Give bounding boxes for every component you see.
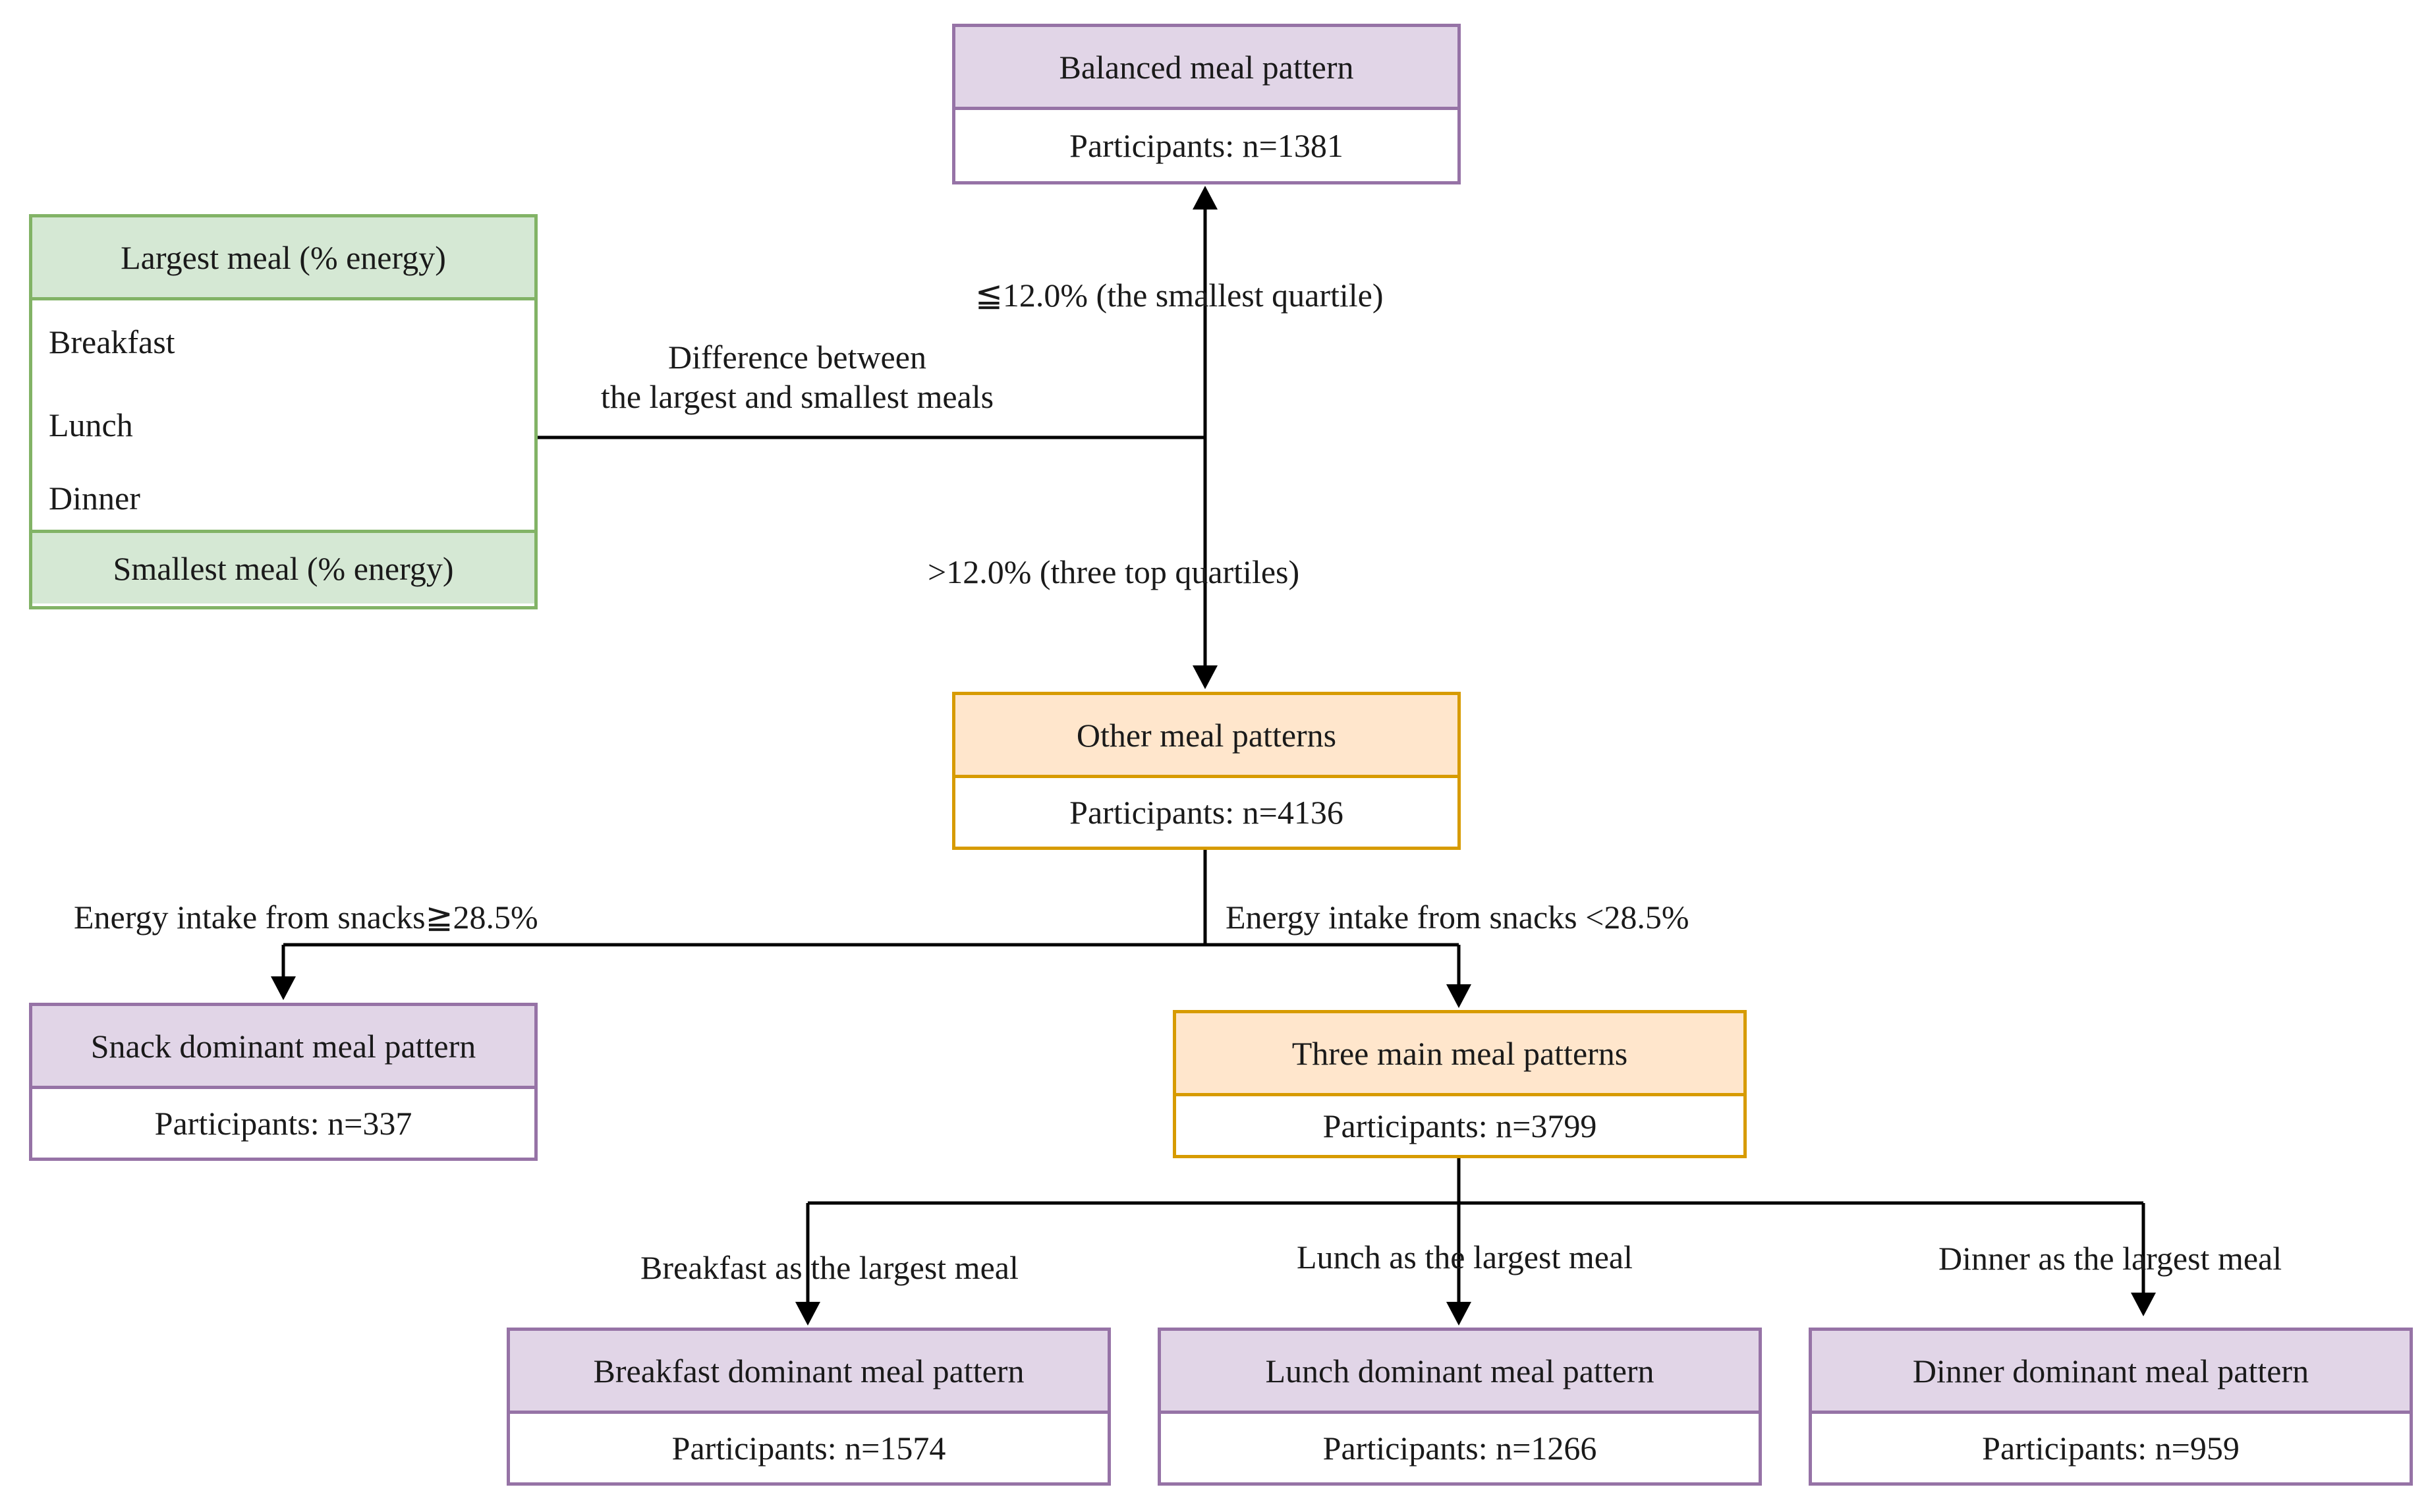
arrowhead-snack	[271, 976, 296, 1000]
arrowhead-dinner	[2131, 1293, 2156, 1316]
breakfast-pattern-title: Breakfast dominant meal pattern	[510, 1331, 1108, 1414]
le-12-label: ≦12.0% (the smallest quartile)	[975, 277, 1384, 314]
balanced-pattern-node: Balanced meal pattern Participants: n=13…	[952, 24, 1461, 184]
arrowhead-balanced	[1193, 186, 1218, 210]
dinner-pattern-title: Dinner dominant meal pattern	[1812, 1331, 2410, 1414]
legend-item-breakfast: Breakfast	[49, 323, 175, 360]
other-patterns-node: Other meal patterns Participants: n=4136	[952, 692, 1461, 850]
snacks-ge-label: Energy intake from snacks≧28.5%	[74, 899, 538, 936]
arrowhead-breakfast	[795, 1302, 820, 1326]
dinner-pattern-node: Dinner dominant meal pattern Participant…	[1809, 1328, 2413, 1486]
arrowhead-other	[1193, 665, 1218, 689]
legend-header: Largest meal (% energy)	[32, 217, 534, 300]
lunch-pattern-title: Lunch dominant meal pattern	[1161, 1331, 1759, 1414]
three-main-patterns-title: Three main meal patterns	[1176, 1013, 1743, 1096]
lunch-largest-label: Lunch as the largest meal	[1297, 1239, 1633, 1275]
three-main-patterns-participants: Participants: n=3799	[1322, 1107, 1597, 1144]
arrowhead-lunch	[1446, 1302, 1471, 1326]
difference-label-line1: Difference between	[668, 339, 926, 376]
arrowhead-three-main	[1446, 984, 1471, 1008]
snack-pattern-participants: Participants: n=337	[154, 1105, 412, 1142]
snack-pattern-title: Snack dominant meal pattern	[32, 1006, 534, 1089]
snack-pattern-node: Snack dominant meal pattern Participants…	[29, 1003, 538, 1161]
snacks-lt-label: Energy intake from snacks <28.5%	[1226, 899, 1689, 936]
balanced-pattern-title: Balanced meal pattern	[955, 27, 1457, 110]
breakfast-pattern-participants: Participants: n=1574	[671, 1430, 946, 1467]
difference-label: Difference between the largest and small…	[567, 337, 1028, 416]
dinner-largest-label: Dinner as the largest meal	[1938, 1240, 2282, 1277]
other-patterns-participants: Participants: n=4136	[1069, 794, 1343, 831]
meal-energy-legend: Largest meal (% energy) Breakfast Lunch …	[29, 214, 538, 609]
breakfast-pattern-node: Breakfast dominant meal pattern Particip…	[507, 1328, 1111, 1486]
three-main-patterns-node: Three main meal patterns Participants: n…	[1173, 1010, 1747, 1158]
difference-label-line2: the largest and smallest meals	[600, 378, 994, 415]
breakfast-largest-label: Breakfast as the largest meal	[640, 1249, 1019, 1286]
balanced-pattern-participants: Participants: n=1381	[1069, 127, 1343, 164]
lunch-pattern-node: Lunch dominant meal pattern Participants…	[1158, 1328, 1762, 1486]
other-patterns-title: Other meal patterns	[955, 695, 1457, 778]
lunch-pattern-participants: Participants: n=1266	[1322, 1430, 1597, 1467]
gt-12-label: >12.0% (three top quartiles)	[928, 553, 1300, 590]
dinner-pattern-participants: Participants: n=959	[1982, 1430, 2240, 1467]
legend-item-lunch: Lunch	[49, 406, 133, 443]
legend-footer: Smallest meal (% energy)	[32, 530, 534, 603]
legend-item-dinner: Dinner	[49, 480, 140, 517]
